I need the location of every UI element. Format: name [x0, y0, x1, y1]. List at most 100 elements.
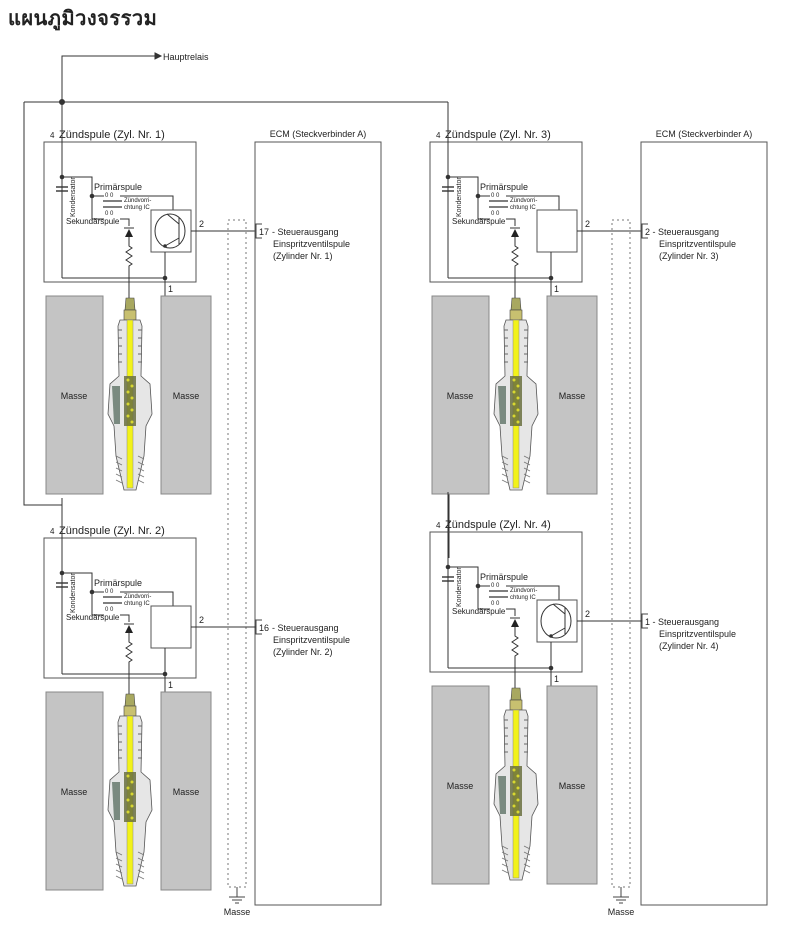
plug-shell-shadow — [112, 782, 120, 820]
pin-out-label: 2 — [585, 609, 590, 619]
plug-resistor-core — [510, 376, 522, 426]
secondary-wire — [506, 608, 516, 616]
plug-thread — [137, 869, 145, 874]
primary-to-igniter-wire — [120, 591, 174, 606]
junction-dot — [548, 665, 554, 671]
plug-thread — [137, 461, 145, 466]
ground-block-left — [431, 295, 490, 495]
plug-thread — [523, 455, 531, 460]
igniter-label: chtung IC — [124, 601, 150, 607]
plug-core-dot — [130, 816, 134, 820]
ecm-pin-bracket — [641, 613, 648, 629]
transistor-collector — [552, 603, 566, 615]
pin-power-label: 4 — [50, 527, 55, 536]
plug-core-dot — [130, 384, 134, 388]
plug-thread — [501, 455, 509, 460]
ecm-pin-desc: - Steuerausgang — [272, 227, 339, 237]
igniter-label: chtung IC — [510, 205, 536, 211]
plug-thread — [523, 851, 531, 856]
plug-thread — [501, 467, 509, 472]
plug-core-dot — [512, 780, 516, 784]
main-relay-arrow — [154, 52, 163, 60]
transistor-icon — [540, 603, 572, 639]
plug-thread — [115, 863, 123, 868]
ecm-pin-desc: - Steuerausgang — [653, 227, 720, 237]
plug-thread — [523, 857, 531, 862]
plug-shell-shadow — [112, 386, 120, 424]
igniter-label: Zündvorri- — [510, 588, 537, 594]
transistor-icon — [154, 213, 186, 249]
plug-thread — [137, 473, 145, 478]
plug-thread — [501, 845, 509, 850]
coil-title: Zündspule (Zyl. Nr. 3) — [445, 129, 551, 141]
plug-core-dot — [126, 402, 130, 406]
main-relay-label: Hauptrelais — [163, 52, 209, 62]
plug-thread — [523, 845, 531, 850]
plug-core-dot — [126, 774, 130, 778]
pin-power-label: 4 — [50, 131, 55, 140]
cable-shield — [227, 219, 247, 888]
plug-core-dot — [516, 420, 520, 424]
ground-block-label: Masse — [559, 391, 586, 401]
plug-thread — [115, 467, 123, 472]
ecm-pin-number: 2 — [645, 227, 650, 237]
pin-out-label: 2 — [585, 219, 590, 229]
secondary-wire — [120, 218, 130, 226]
primary-winding-icon: 0 0 — [105, 193, 114, 199]
ecm-pin-desc: (Zylinder Nr. 3) — [659, 251, 719, 261]
plug-thread — [137, 467, 145, 472]
ecm-box — [254, 141, 382, 906]
ecm-pin-bracket — [255, 223, 262, 239]
ecm-box — [640, 141, 768, 906]
ground-block-right — [160, 691, 212, 891]
plug-core-dot — [516, 810, 520, 814]
plug-nut — [509, 309, 523, 321]
pin-power-label: 4 — [436, 521, 441, 530]
spark-plug-icon — [107, 297, 153, 491]
ground-block-left — [431, 685, 490, 885]
plug-core-dot — [512, 414, 516, 418]
ground-label: Masse — [608, 907, 635, 917]
secondary-wire — [506, 218, 516, 226]
igniter-label: Zündvorri- — [124, 594, 151, 600]
coil-title: Zündspule (Zyl. Nr. 2) — [59, 525, 165, 537]
primary-to-igniter-wire — [506, 585, 560, 600]
transistor-emitter — [164, 237, 180, 247]
plug-thread — [137, 479, 145, 484]
transistor-emitter — [550, 627, 566, 637]
plug-shell-shadow — [498, 386, 506, 424]
secondary-winding-icon: 0 0 — [491, 601, 500, 607]
capacitor-label: Kondensator — [456, 177, 463, 217]
ground-block-left — [45, 691, 104, 891]
coil-title: Zündspule (Zyl. Nr. 4) — [445, 519, 551, 531]
ecm-pin-desc: Einspritzventilspule — [659, 239, 736, 249]
plug-thread — [523, 467, 531, 472]
pin-out-label: 2 — [199, 219, 204, 229]
ground-block-label: Masse — [173, 391, 200, 401]
plug-resistor-core — [124, 376, 136, 426]
page-title: แผนภูมิวงจรรวม — [8, 6, 158, 30]
plug-thread — [501, 479, 509, 484]
plug-thread — [501, 473, 509, 478]
diode-icon — [511, 619, 519, 627]
ecm-pin-desc: (Zylinder Nr. 4) — [659, 641, 719, 651]
igniter-label: Zündvorri- — [124, 198, 151, 204]
ground-block-right — [546, 295, 598, 495]
secondary-coil-label: Sekundärspule — [452, 217, 506, 226]
plug-core-dot — [512, 390, 516, 394]
primary-winding-icon: 0 0 — [491, 193, 500, 199]
plug-core-dot — [516, 408, 520, 412]
ground-block-right — [160, 295, 212, 495]
ground-block-right — [546, 685, 598, 885]
secondary-wire — [120, 614, 130, 622]
plug-thread — [115, 869, 123, 874]
ecm-pin-bracket — [641, 223, 648, 239]
coil-title: Zündspule (Zyl. Nr. 1) — [59, 129, 165, 141]
plug-core-dot — [512, 768, 516, 772]
ecm-title: ECM (Steckverbinder A) — [270, 129, 367, 139]
ecm-pin-number: 17 — [259, 227, 269, 237]
plug-resistor-core — [510, 766, 522, 816]
plug-core-dot — [512, 378, 516, 382]
